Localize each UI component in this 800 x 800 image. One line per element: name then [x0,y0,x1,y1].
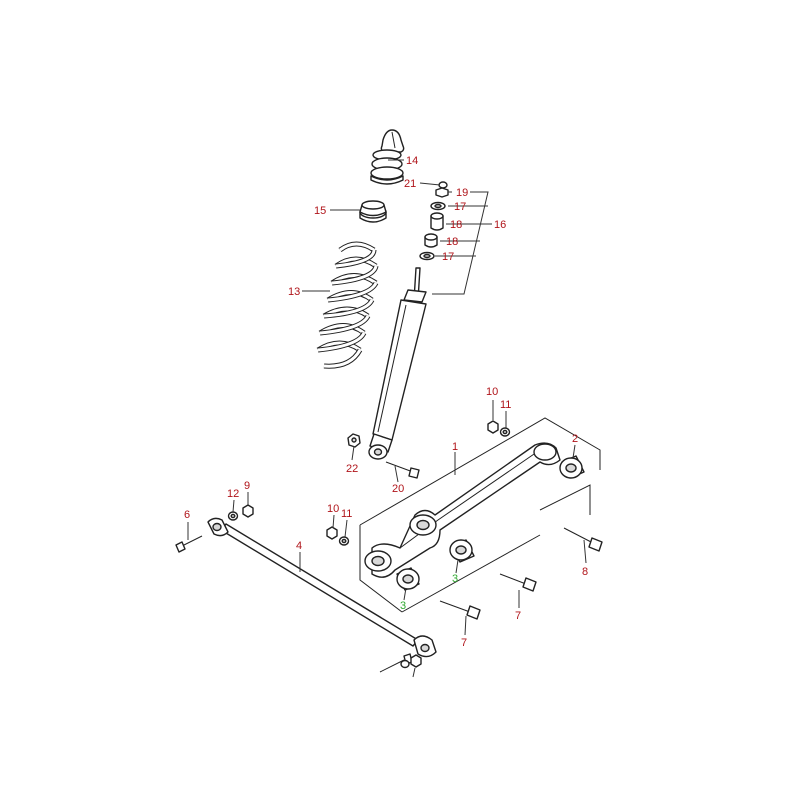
washer-11-upper[interactable] [499,427,511,437]
bushing-3-rear[interactable] [449,539,475,563]
washer-17-lower[interactable] [419,251,435,261]
upper-control-arm[interactable] [364,442,561,578]
label-11-lower: 11 [341,508,352,520]
label-12: 12 [227,488,239,500]
label-18-upper: 18 [450,219,462,231]
nut-10-upper[interactable] [487,420,499,434]
label-9: 9 [244,480,250,492]
label-7-rear: 7 [515,610,521,622]
label-11-upper: 11 [500,399,511,411]
label-4: 4 [296,540,302,552]
nut-9[interactable] [242,504,254,518]
label-10-upper: 10 [486,386,498,398]
label-14: 14 [406,155,418,167]
bushing-2[interactable] [559,455,585,479]
bolt-7-front[interactable] [439,600,481,620]
bushing-18-lower[interactable] [424,233,438,248]
label-10-lower: 10 [327,503,339,515]
bolt-8[interactable] [563,527,603,552]
spring-upper-seat[interactable] [359,200,387,223]
nut-22[interactable] [347,433,361,448]
nut-21[interactable] [438,181,448,189]
nut-9-lower[interactable] [410,654,422,668]
label-20: 20 [392,483,404,495]
shock-kit-bracket [432,191,489,295]
label-1: 1 [452,441,458,453]
washer-12-lower[interactable] [400,659,410,669]
label-15: 15 [314,205,326,217]
label-13: 13 [288,286,300,298]
bushing-18-upper[interactable] [430,212,444,231]
shock-absorber[interactable] [368,267,427,460]
washer-11-lower[interactable] [338,536,350,546]
bolt-7-rear[interactable] [499,573,537,592]
nut-10-lower[interactable] [326,526,338,540]
bushing-3-front[interactable] [396,567,420,591]
part-labels: 14 21 19 17 15 18 16 18 17 13 10 11 1 2 … [184,155,588,649]
label-18-lower: 18 [446,236,458,248]
label-7-front: 7 [461,637,467,649]
leader-lines [187,159,587,678]
coil-spring[interactable] [316,241,379,369]
label-16: 16 [494,219,506,231]
label-22: 22 [346,463,358,475]
label-2: 2 [572,433,578,445]
lateral-rod[interactable] [207,517,437,658]
bolt-20[interactable] [385,461,420,479]
label-17-lower: 17 [442,251,454,263]
label-6: 6 [184,509,190,521]
washer-17-upper[interactable] [430,201,446,211]
label-8: 8 [582,566,588,578]
washer-12[interactable] [227,511,239,521]
arm-assembly-box [359,417,601,613]
label-3-rear: 3 [452,573,458,585]
label-3-front: 3 [400,600,406,612]
label-19: 19 [456,187,468,199]
label-17-upper: 17 [454,201,466,213]
bolt-6[interactable] [175,535,203,553]
label-21: 21 [404,178,416,190]
bump-stopper[interactable] [370,129,405,185]
nut-19[interactable] [435,187,449,198]
